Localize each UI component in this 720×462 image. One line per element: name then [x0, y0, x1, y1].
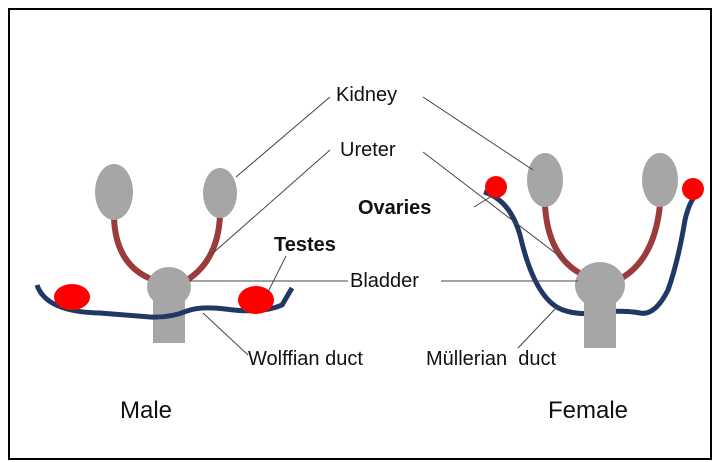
- label-male: Male: [120, 397, 172, 424]
- leader-testes: [268, 256, 286, 292]
- label-wolffian-duct: Wolffian duct: [248, 348, 363, 370]
- label-bladder: Bladder: [350, 270, 419, 292]
- label-female: Female: [548, 397, 628, 424]
- female-bladder: [575, 262, 625, 308]
- label-ureter: Ureter: [340, 139, 396, 161]
- ovary-left: [485, 176, 507, 198]
- leader-lines: [189, 97, 578, 355]
- leader-mullerian: [518, 308, 556, 348]
- label-kidney: Kidney: [336, 84, 397, 106]
- label-ovaries: Ovaries: [358, 197, 431, 219]
- leader-kidney-female: [423, 97, 533, 170]
- male-system: [37, 164, 292, 343]
- male-ureter-right: [180, 215, 220, 284]
- label-mullerian-duct: Müllerian duct: [426, 348, 557, 370]
- label-testes: Testes: [274, 234, 336, 256]
- testis-left: [54, 284, 90, 310]
- female-ureter-right: [618, 205, 660, 280]
- male-kidney-left: [95, 164, 133, 220]
- female-kidney-left: [527, 153, 563, 207]
- ovary-right: [682, 178, 704, 200]
- male-kidney-right: [203, 168, 237, 218]
- leader-kidney-male: [236, 97, 330, 177]
- female-ureter-left: [545, 205, 590, 278]
- male-ureter-left: [114, 218, 160, 282]
- male-bladder: [147, 267, 191, 307]
- female-kidney-right: [642, 153, 678, 207]
- leader-wolffian: [203, 313, 248, 355]
- female-system: [484, 153, 704, 348]
